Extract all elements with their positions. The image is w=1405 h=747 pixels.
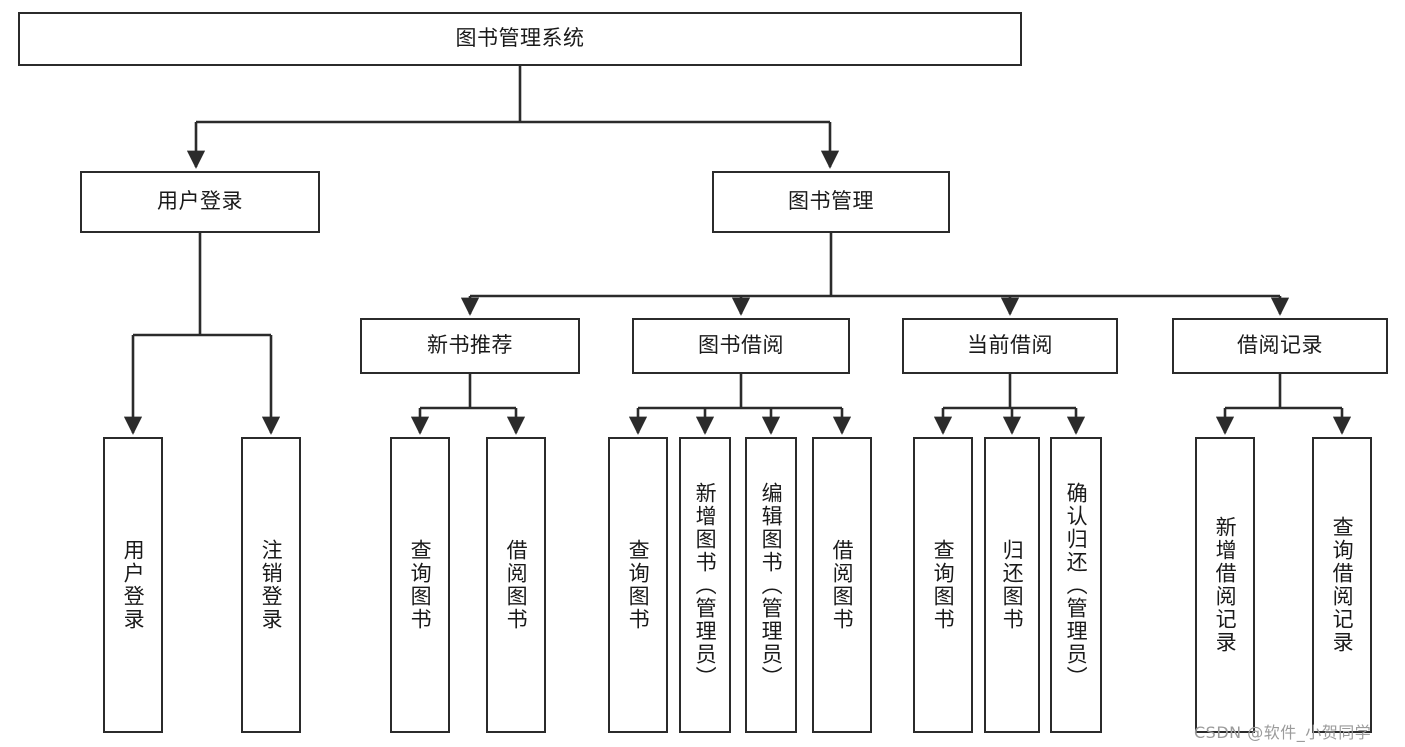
node-leaf-query-book-new[interactable]: 查询图书 (390, 437, 450, 733)
node-leaf-edit-book-admin-label: 编辑图书（管理员） (759, 481, 784, 689)
node-borrow-record-label: 借阅记录 (1237, 333, 1323, 358)
node-leaf-confirm-return-admin-label: 确认归还（管理员） (1064, 481, 1089, 689)
node-leaf-query-book-current-label: 查询图书 (931, 539, 956, 631)
node-book-borrow-label: 图书借阅 (698, 333, 784, 358)
node-leaf-confirm-return-admin[interactable]: 确认归还（管理员） (1050, 437, 1102, 733)
node-leaf-add-book-admin-label: 新增图书（管理员） (693, 481, 718, 689)
node-leaf-user-login-label: 用户登录 (121, 539, 146, 631)
node-leaf-return-book[interactable]: 归还图书 (984, 437, 1040, 733)
node-leaf-query-book-new-label: 查询图书 (408, 539, 433, 631)
node-current-borrow[interactable]: 当前借阅 (902, 318, 1118, 374)
csdn-watermark: CSDN @软件_小贺同学 (1194, 723, 1372, 742)
node-new-book-recommend[interactable]: 新书推荐 (360, 318, 580, 374)
node-book-management[interactable]: 图书管理 (712, 171, 950, 233)
node-leaf-add-book-admin[interactable]: 新增图书（管理员） (679, 437, 731, 733)
node-book-management-label: 图书管理 (788, 189, 874, 214)
node-leaf-query-book-label: 查询图书 (626, 539, 651, 631)
node-leaf-query-borrow-record[interactable]: 查询借阅记录 (1312, 437, 1372, 733)
node-leaf-edit-book-admin[interactable]: 编辑图书（管理员） (745, 437, 797, 733)
node-leaf-add-borrow-record[interactable]: 新增借阅记录 (1195, 437, 1255, 733)
node-leaf-query-borrow-record-label: 查询借阅记录 (1330, 516, 1355, 654)
node-leaf-logout[interactable]: 注销登录 (241, 437, 301, 733)
node-leaf-borrow-book-new-label: 借阅图书 (504, 539, 529, 631)
node-user-login-label: 用户登录 (157, 189, 243, 214)
node-leaf-logout-label: 注销登录 (259, 539, 284, 631)
node-leaf-borrow-book-label: 借阅图书 (830, 539, 855, 631)
node-leaf-borrow-book[interactable]: 借阅图书 (812, 437, 872, 733)
node-leaf-query-book-current[interactable]: 查询图书 (913, 437, 973, 733)
node-leaf-return-book-label: 归还图书 (1000, 539, 1025, 631)
node-borrow-record[interactable]: 借阅记录 (1172, 318, 1388, 374)
node-book-borrow[interactable]: 图书借阅 (632, 318, 850, 374)
node-leaf-add-borrow-record-label: 新增借阅记录 (1213, 516, 1238, 654)
node-leaf-user-login[interactable]: 用户登录 (103, 437, 163, 733)
node-root-system[interactable]: 图书管理系统 (18, 12, 1022, 66)
node-new-book-recommend-label: 新书推荐 (427, 333, 513, 358)
node-leaf-query-book[interactable]: 查询图书 (608, 437, 668, 733)
node-root-system-label: 图书管理系统 (455, 26, 585, 51)
node-leaf-borrow-book-new[interactable]: 借阅图书 (486, 437, 546, 733)
node-user-login[interactable]: 用户登录 (80, 171, 320, 233)
node-current-borrow-label: 当前借阅 (967, 333, 1053, 358)
